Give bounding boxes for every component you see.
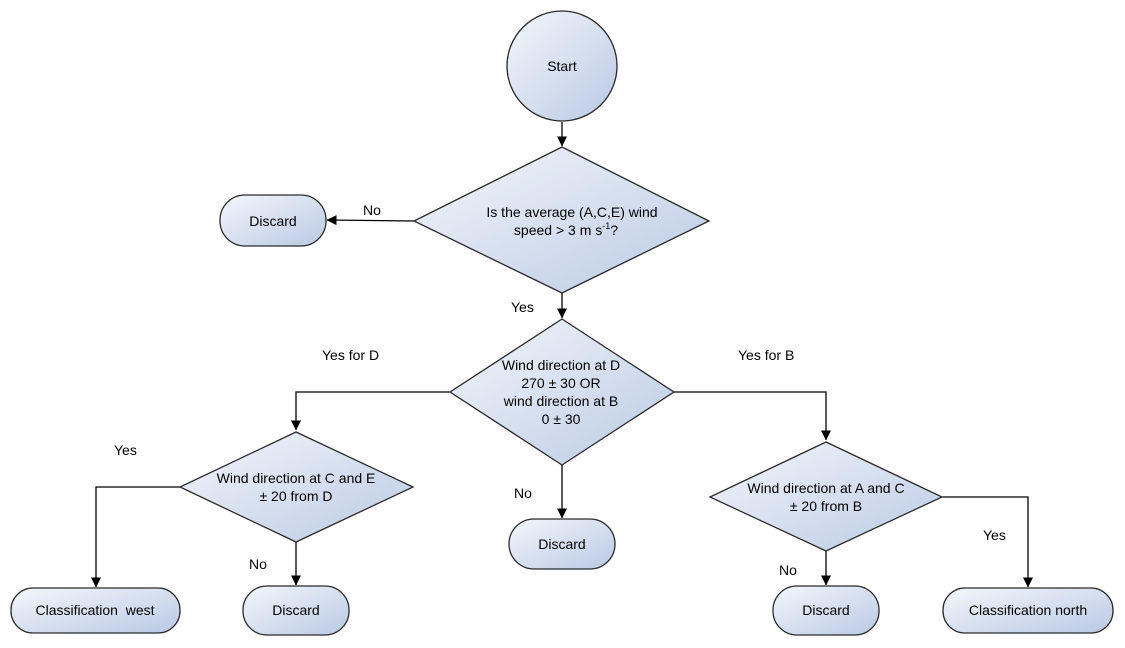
label-q2-no: No — [514, 485, 532, 501]
discard-left-node: Discard — [242, 585, 350, 636]
discard-right-label: Discard — [802, 602, 849, 618]
classification-west-label: Classification west — [35, 602, 154, 618]
decision-direction-c-e-line2: ± 20 from D — [259, 488, 332, 504]
label-q1-no: No — [363, 202, 381, 218]
edge-q2-to-q4 — [674, 391, 831, 441]
label-q4-no: No — [779, 562, 797, 578]
decision-wind-speed-line1: Is the average (A,C,E) wind — [486, 204, 657, 220]
edge-q1-no-to-discard — [326, 215, 415, 226]
edges — [91, 122, 1033, 588]
label-q4-yes: Yes — [983, 527, 1006, 543]
edge-q3-yes-to-class-west — [91, 486, 180, 588]
edge-q4-yes-to-class-north — [942, 496, 1033, 588]
decision-direction-c-e-line1: Wind direction at C and E — [217, 470, 376, 486]
edge-q2-to-q3 — [291, 391, 450, 431]
decision-direction-a-c-line1: Wind direction at A and C — [747, 480, 904, 496]
label-q1-yes: Yes — [511, 299, 534, 315]
label-yes-for-b: Yes for B — [738, 347, 794, 363]
label-q3-yes: Yes — [114, 442, 137, 458]
decision-direction-c-e: Wind direction at C and E ± 20 from D — [178, 431, 415, 543]
discard-top-node: Discard — [219, 194, 327, 247]
classification-west-node: Classification west — [10, 587, 181, 634]
classification-north-node: Classification north — [942, 587, 1114, 634]
decision-wind-speed-line2: speed > 3 m s-1? — [514, 221, 618, 238]
decision-wind-direction-line4: 0 ± 30 — [542, 411, 581, 427]
discard-left-label: Discard — [272, 602, 319, 618]
classification-north-label: Classification north — [969, 602, 1087, 618]
discard-top-label: Discard — [249, 213, 296, 229]
decision-wind-direction-line3: wind direction at B — [503, 393, 618, 409]
edge-labels: No Yes Yes for D Yes for B No Yes No No … — [114, 202, 1006, 578]
label-yes-for-d: Yes for D — [322, 347, 379, 363]
start-label: Start — [547, 58, 577, 74]
decision-wind-direction-line1: Wind direction at D — [502, 357, 620, 373]
start-node: Start — [506, 10, 618, 122]
decision-direction-a-c-line2: ± 20 from B — [790, 498, 862, 514]
decision-direction-a-c: Wind direction at A and C ± 20 from B — [708, 441, 944, 552]
label-q3-no: No — [249, 556, 267, 572]
discard-middle-node: Discard — [508, 518, 616, 570]
decision-wind-speed: Is the average (A,C,E) wind speed > 3 m … — [412, 146, 711, 294]
discard-right-node: Discard — [772, 585, 880, 636]
decision-wind-direction: Wind direction at D 270 ± 30 OR wind dir… — [448, 318, 676, 466]
decision-wind-direction-line2: 270 ± 30 OR — [521, 375, 600, 391]
discard-middle-label: Discard — [538, 536, 585, 552]
